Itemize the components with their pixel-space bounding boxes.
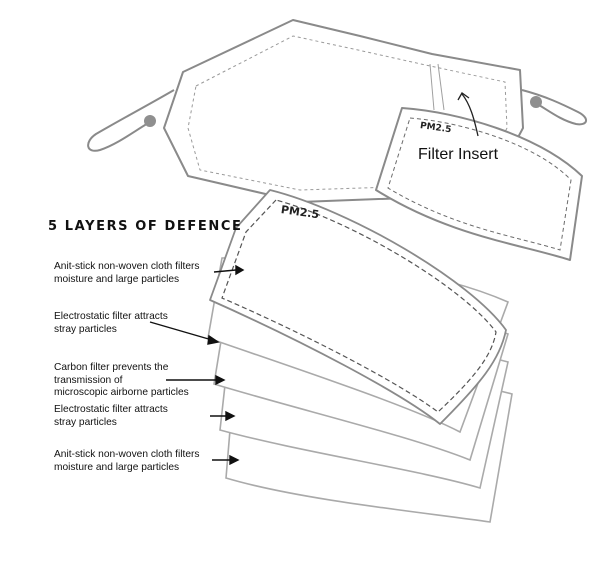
layer-note-3-line-3: microscopic airborne particles	[54, 387, 189, 398]
ear-loop-right	[521, 89, 587, 126]
layer-note-1-line-1: Anit-stick non-woven cloth filters	[54, 261, 200, 272]
layer-note-3-line-1: Carbon filter prevents the	[54, 362, 169, 373]
layer-note-2-line-2: stray particles	[54, 323, 117, 335]
layer-note-5-line-2: moisture and large particles	[54, 461, 180, 473]
layer-note-2: Electrostatic filter attracts stray part…	[54, 311, 168, 336]
layer-note-4-line-1: Electrostatic filter attracts	[54, 404, 168, 415]
pointer-arrows	[149, 264, 245, 466]
layer-note-2-line-1: Electrostatic filter attracts	[54, 311, 168, 322]
diagram-heading: 5 LAYERS OF DEFENCE	[48, 219, 243, 234]
layer-note-1: Anit-stick non-woven cloth filters moist…	[54, 261, 200, 286]
layer-note-3-line-2: transmission of	[54, 374, 123, 386]
filter-insert-card	[375, 107, 583, 261]
loop-toggle-left	[144, 115, 156, 127]
layer-note-1-line-2: moisture and large particles	[54, 273, 180, 285]
layer-1-outline	[209, 189, 507, 425]
mask-pocket	[429, 63, 445, 111]
filter-insert-label: Filter Insert	[418, 146, 499, 163]
layer-note-5-line-1: Anit-stick non-woven cloth filters	[54, 449, 200, 460]
loop-toggle-right	[530, 96, 542, 108]
layer-note-5: Anit-stick non-woven cloth filters moist…	[54, 449, 200, 474]
layer-note-4-line-2: stray particles	[54, 416, 117, 428]
layer-note-4: Electrostatic filter attracts stray part…	[54, 404, 168, 429]
insert-arrow	[457, 92, 479, 137]
ear-loop-left	[87, 89, 175, 152]
layer-note-3: Carbon filter prevents the transmission …	[54, 362, 189, 400]
